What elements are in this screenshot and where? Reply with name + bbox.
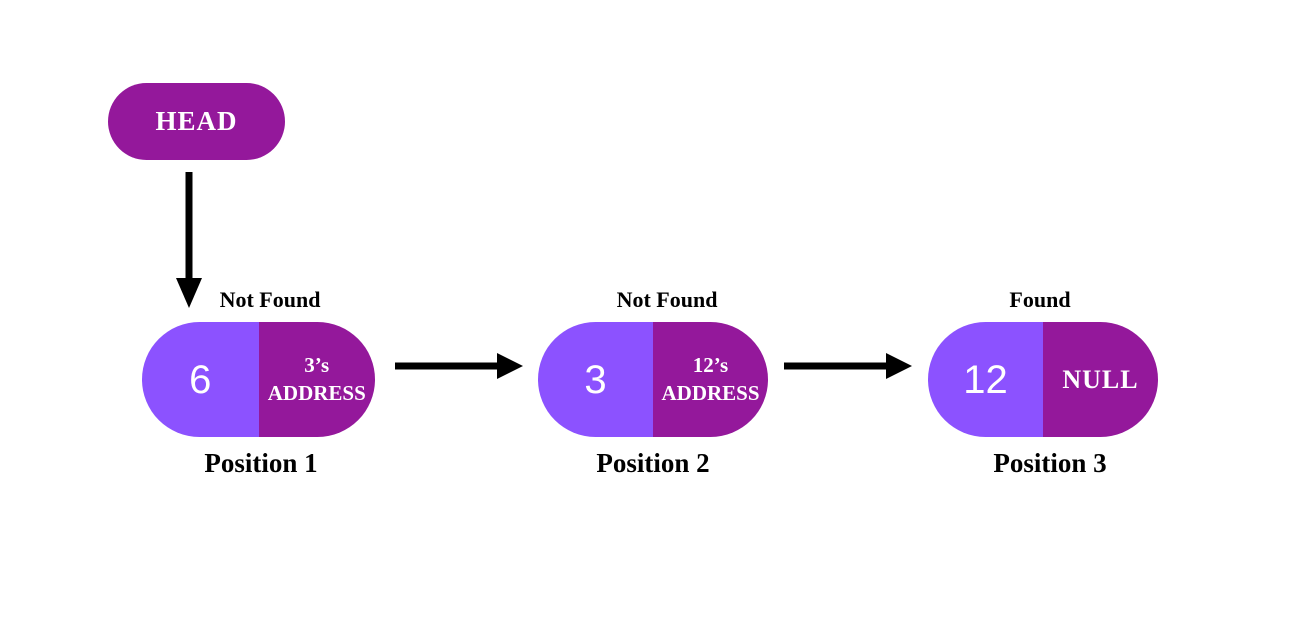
arrow-right-icon-2	[784, 353, 912, 379]
node-2-value-cell: 3	[538, 322, 653, 437]
node-1-pointer-line-1: 3’s	[304, 353, 330, 378]
node-2-pointer-cell: 12’s ADDRESS	[653, 322, 768, 437]
position-label-2: Position 2	[596, 448, 710, 478]
arrow-right-icon-1	[395, 353, 523, 379]
status-label-3: Found	[1009, 287, 1071, 312]
node-3-value-cell: 12	[928, 322, 1043, 437]
node-3-pointer-cell: NULL	[1043, 322, 1158, 437]
node-1-pointer-line-2: ADDRESS	[267, 380, 366, 405]
node-2-value: 3	[584, 357, 607, 402]
node-1-pointer-cell: 3’s ADDRESS	[258, 322, 376, 437]
position-label-3: Position 3	[993, 448, 1107, 478]
arrow-down-icon	[176, 172, 202, 308]
list-node-2: 3 12’s ADDRESS	[538, 322, 768, 437]
head-label: HEAD	[155, 106, 238, 136]
node-2-pointer: 12’s ADDRESS	[653, 352, 768, 407]
list-node-3: 12 NULL	[928, 322, 1158, 437]
node-1-value: 6	[189, 357, 212, 402]
list-node-1: 6 3’s ADDRESS	[142, 322, 375, 437]
node-2-pointer-line-1: 12’s	[692, 353, 729, 378]
node-3-pointer-line-1: NULL	[1062, 364, 1139, 394]
status-label-1: Not Found	[219, 287, 321, 312]
position-label-1: Position 1	[204, 448, 318, 478]
node-1-pointer: 3’s ADDRESS	[259, 352, 376, 407]
node-3-value: 12	[963, 357, 1008, 402]
node-2-pointer-line-2: ADDRESS	[661, 380, 760, 405]
node-1-value-cell: 6	[142, 322, 259, 437]
head-node: HEAD	[108, 83, 285, 160]
node-3-pointer: NULL	[1043, 363, 1158, 397]
status-label-2: Not Found	[616, 287, 718, 312]
